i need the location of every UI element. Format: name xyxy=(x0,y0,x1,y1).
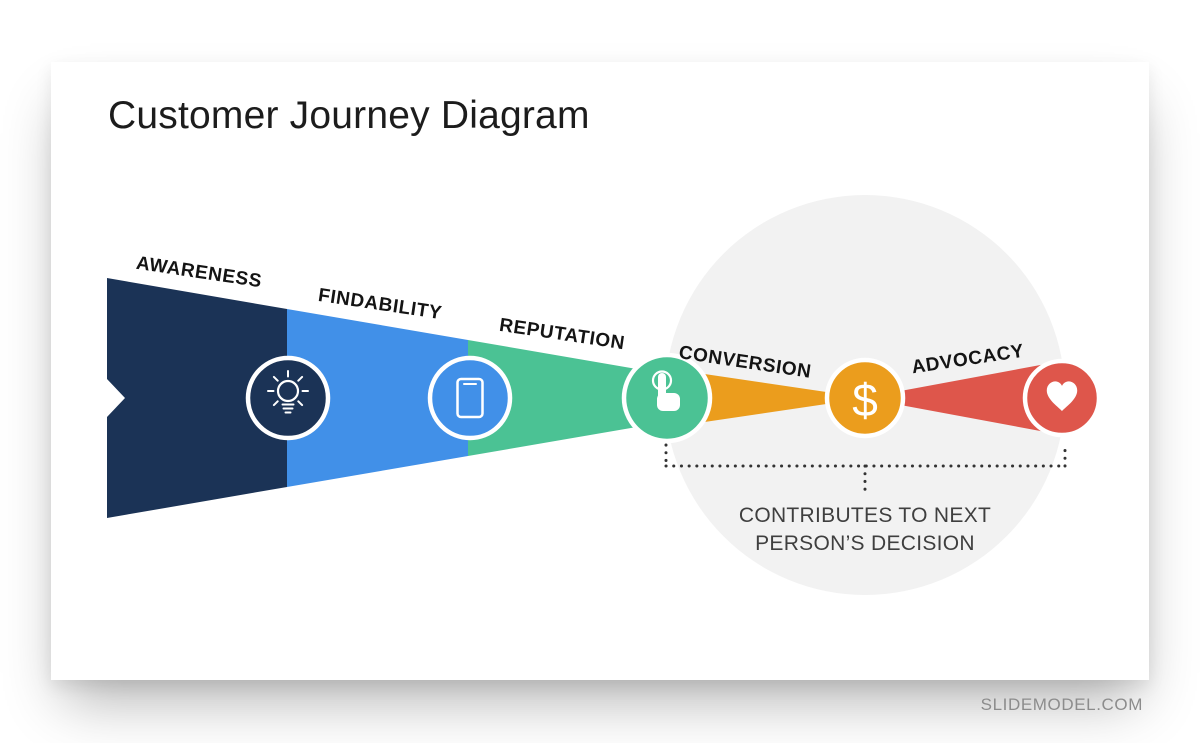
lightbulb-icon xyxy=(267,370,309,414)
findability-node xyxy=(427,355,513,441)
reputation-node xyxy=(621,352,713,444)
bracket-dotted-line xyxy=(664,441,1067,495)
advocacy-segment xyxy=(863,361,1062,435)
reputation-segment xyxy=(468,340,666,456)
awareness-node xyxy=(245,355,331,441)
slide: Customer Journey Diagram xyxy=(51,62,1149,680)
heart-icon xyxy=(1046,381,1078,412)
dollar-icon: $ xyxy=(852,374,878,426)
customer-journey-diagram: $ xyxy=(107,195,1102,595)
conversion-node: $ xyxy=(824,357,906,439)
awareness-segment xyxy=(107,278,287,518)
tap-icon xyxy=(651,370,680,411)
annotation-caption: CONTRIBUTES TO NEXT PERSON’S DECISION xyxy=(739,502,991,557)
advocacy-node xyxy=(1022,358,1102,438)
findability-segment xyxy=(287,309,468,487)
watermark-slidemodel: SLIDEMODEL.COM xyxy=(980,695,1143,714)
annotation-line-2: PERSON’S DECISION xyxy=(755,531,975,555)
conversion-segment xyxy=(691,372,867,424)
smartphone-icon xyxy=(456,377,484,419)
page-title: Customer Journey Diagram xyxy=(108,94,590,137)
annotation-line-1: CONTRIBUTES TO NEXT xyxy=(738,504,992,527)
